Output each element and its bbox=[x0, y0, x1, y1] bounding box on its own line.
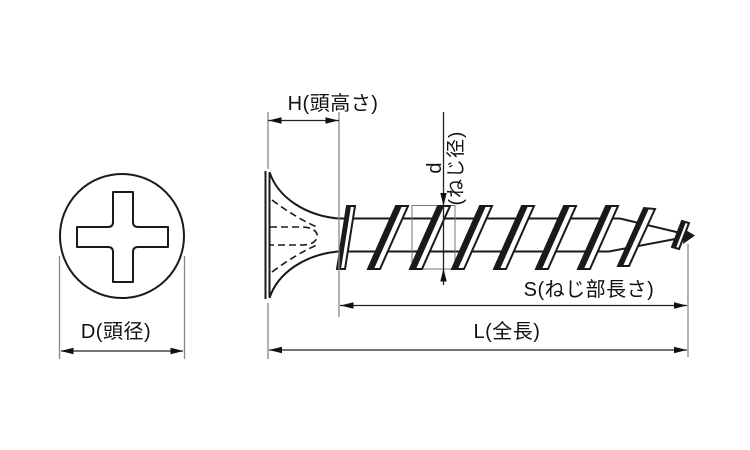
label-head-diameter: D(頭径) bbox=[80, 321, 152, 343]
arrow-S-right bbox=[674, 302, 687, 309]
thread-blade-edge bbox=[494, 206, 528, 269]
arrow-L-left bbox=[269, 346, 282, 354]
screw-head-front-view bbox=[59, 173, 185, 299]
label-thread-diameter-symbol: d bbox=[424, 162, 446, 174]
arrow-D-left bbox=[60, 347, 74, 355]
thread-diameter-box bbox=[411, 205, 456, 270]
thread-blade-edge bbox=[618, 208, 649, 266]
thread-blade-edge bbox=[368, 206, 402, 269]
extension-lines bbox=[58, 112, 689, 359]
arrow-L-right bbox=[674, 346, 687, 354]
recess-lower-dashed-curve bbox=[271, 244, 318, 273]
thread-blade-edge bbox=[536, 206, 570, 269]
recess-core-dashed-outline bbox=[270, 226, 319, 246]
label-overall-length: L(全長) bbox=[473, 321, 541, 343]
label-thread-diameter: d (ねじ径) bbox=[424, 108, 468, 228]
arrow-S-left bbox=[340, 302, 354, 309]
head-bottom-curve bbox=[268, 250, 339, 299]
arrow-H-left bbox=[268, 117, 282, 124]
arrow-d-down bbox=[440, 193, 447, 206]
arrow-d-up bbox=[440, 268, 447, 282]
recess-hidden-lines bbox=[270, 199, 319, 273]
tip-thread-blade-edge bbox=[672, 221, 686, 248]
head-top-curve bbox=[268, 171, 339, 220]
label-thread-section-length: S(ねじ部長さ) bbox=[523, 279, 655, 301]
arrow-D-right bbox=[170, 347, 184, 355]
label-thread-diameter-name: (ねじ径) bbox=[446, 130, 467, 206]
thread-blades bbox=[335, 205, 695, 270]
thread-blade-edge bbox=[337, 206, 351, 269]
thread-blade-edge bbox=[452, 206, 486, 269]
thread-blade-edge bbox=[578, 206, 612, 269]
label-head-height: H(頭高さ) bbox=[287, 93, 379, 115]
phillips-cross-icon bbox=[76, 191, 169, 283]
dimension-arrows bbox=[60, 117, 687, 355]
recess-upper-dashed-curve bbox=[271, 199, 318, 228]
arrow-H-right bbox=[325, 117, 339, 124]
thread-blade-edge bbox=[410, 206, 444, 269]
